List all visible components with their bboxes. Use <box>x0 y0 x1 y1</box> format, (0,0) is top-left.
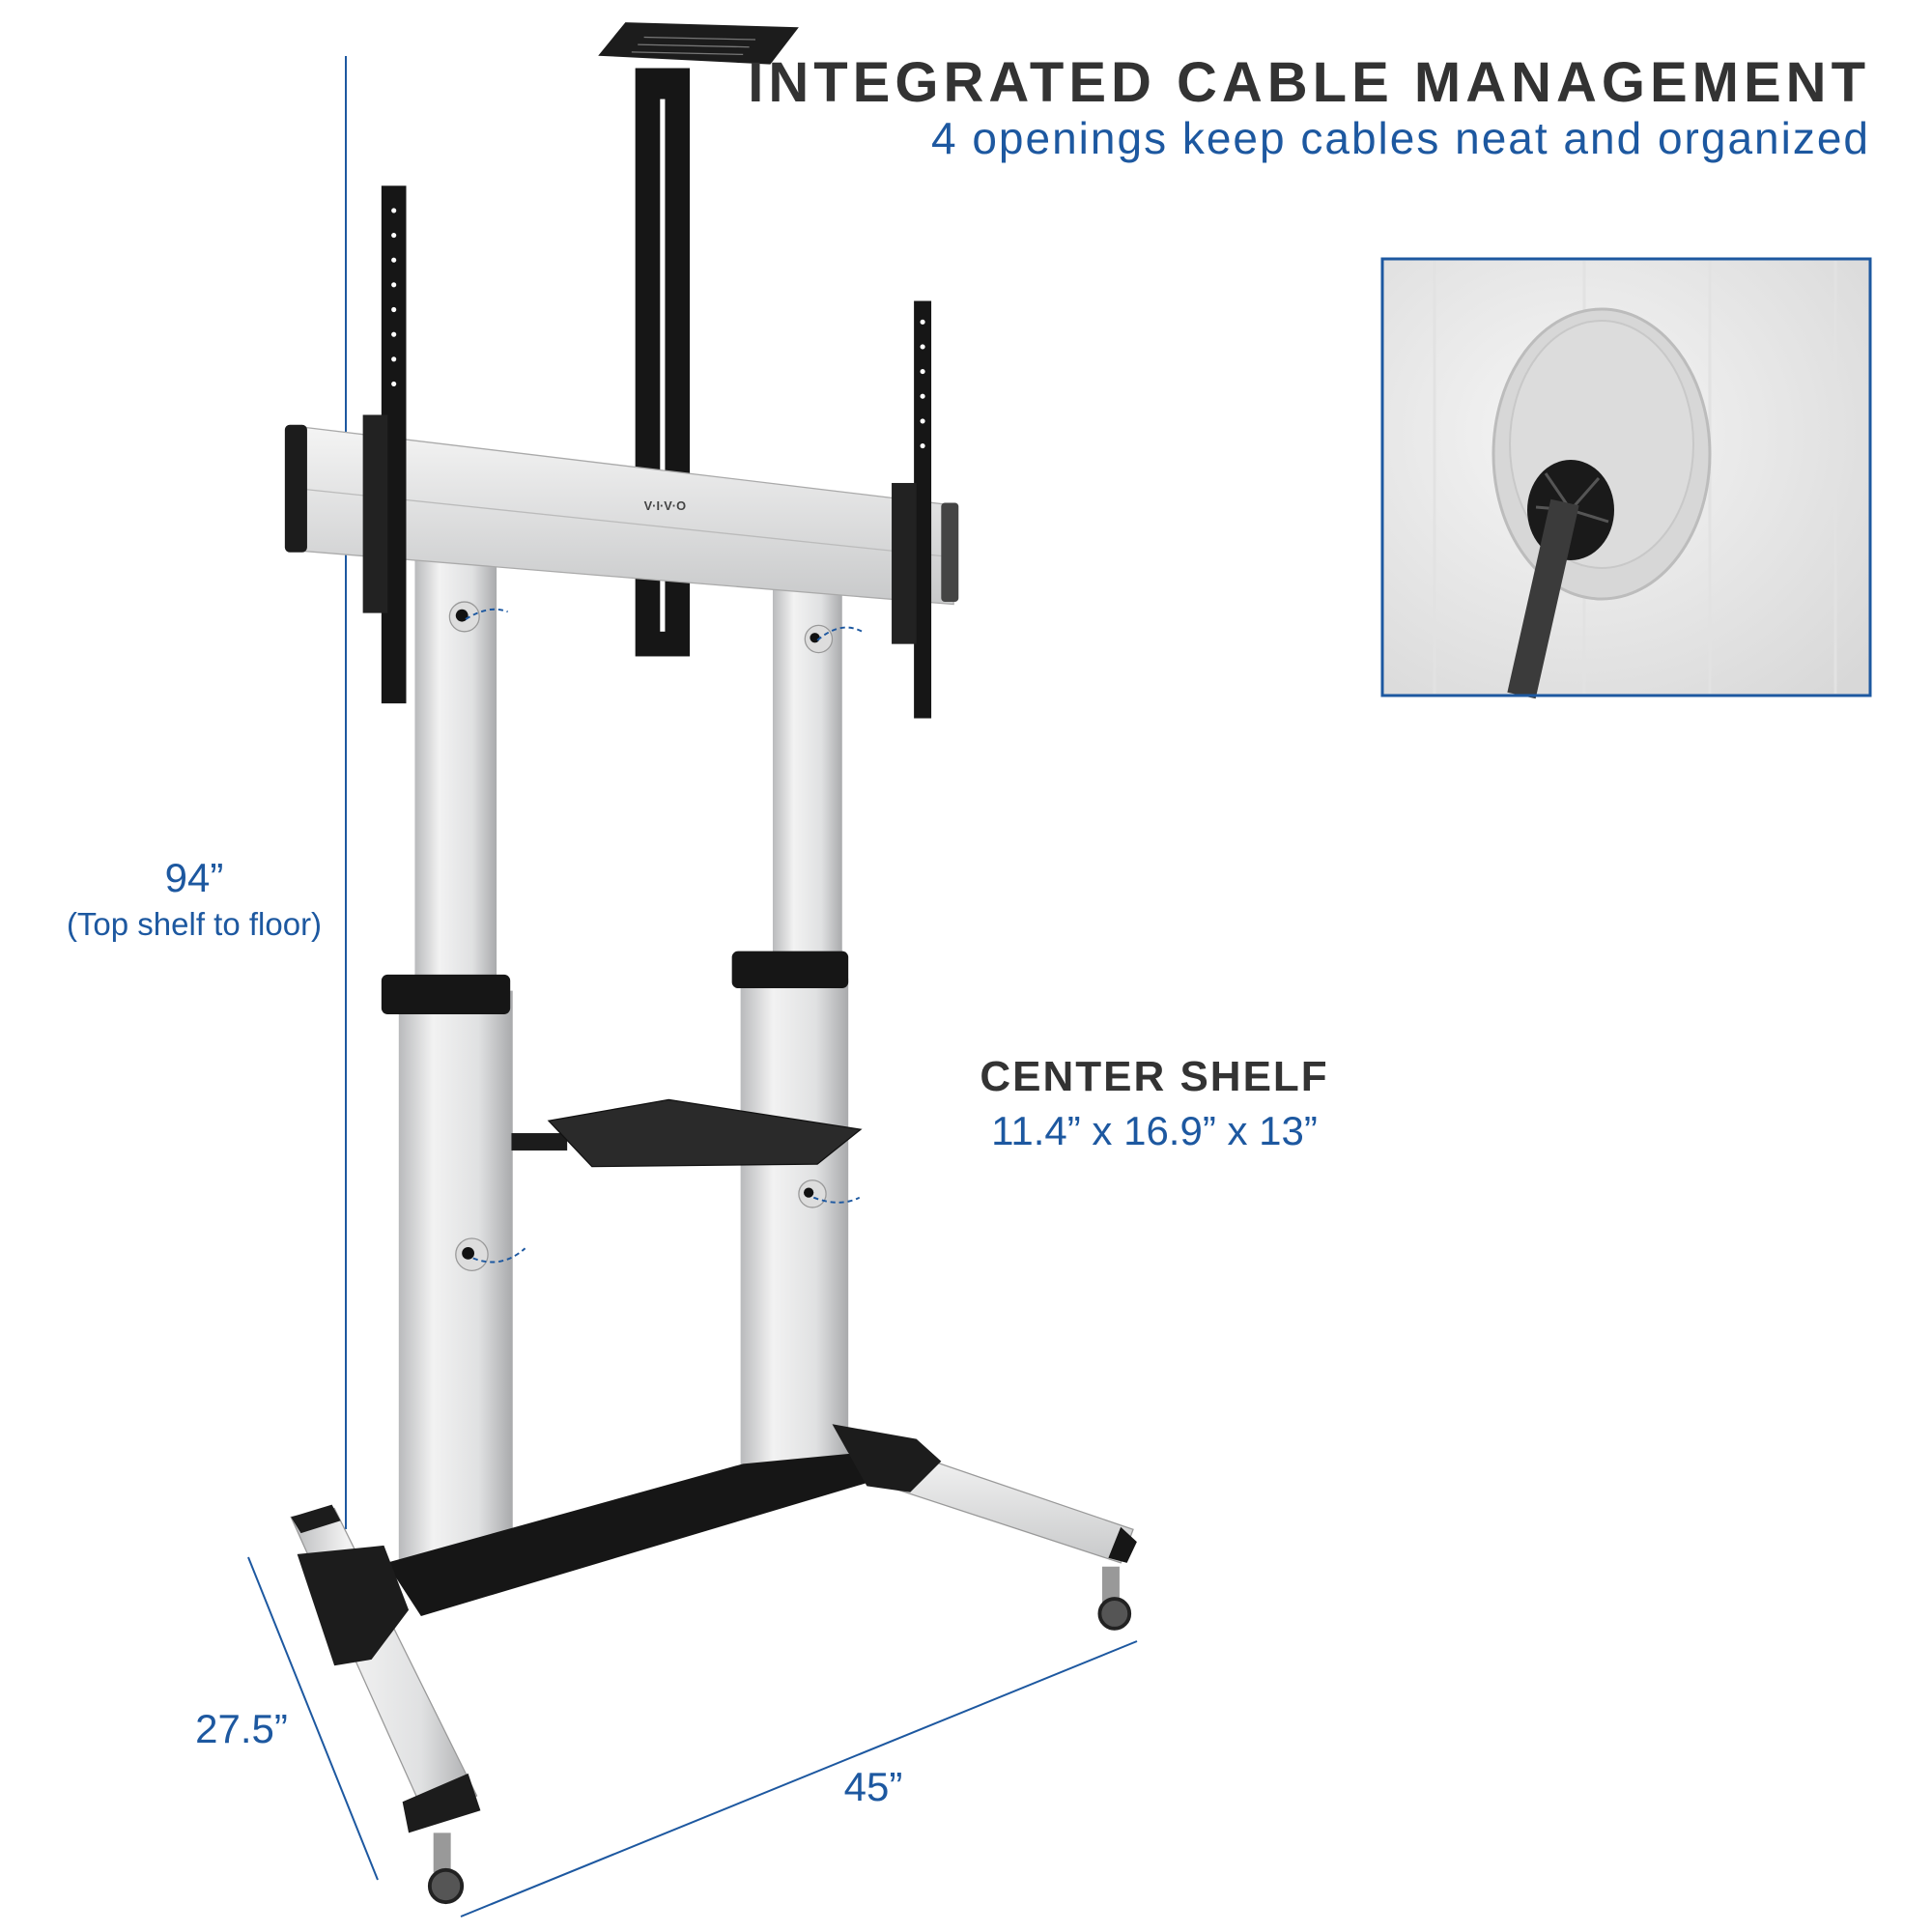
depth-dimension-label: 27.5” <box>195 1706 288 1751</box>
brand-logo: V·I·V·O <box>644 498 686 513</box>
depth-dimension-line <box>247 1556 379 1881</box>
page-title: INTEGRATED CABLE MANAGEMENT <box>748 51 1870 114</box>
width-dimension-label: 45” <box>843 1764 903 1809</box>
center-shelf-title: CENTER SHELF <box>980 1053 1329 1100</box>
casters <box>427 1566 1132 1905</box>
cable-grommet-inset-photo <box>1380 257 1872 699</box>
right-height-collar <box>731 951 849 989</box>
height-dimension-label: 94” <box>164 855 224 900</box>
inset-border <box>1380 257 1872 697</box>
right-vesa-bracket <box>914 300 932 719</box>
center-shelf <box>547 1098 863 1168</box>
page-subtitle: 4 openings keep cables neat and organize… <box>930 113 1870 163</box>
left-height-collar <box>381 974 511 1014</box>
right-column <box>772 569 842 966</box>
tv-stand: V·I·V·O <box>284 22 1137 1905</box>
dimension-lines <box>247 56 1138 1918</box>
center-shelf-dimensions: 11.4” x 16.9” x 13” <box>991 1108 1318 1153</box>
crossbar-end-cap-right <box>941 502 959 603</box>
center-shelf-arm <box>511 1133 568 1151</box>
height-dimension-note: (Top shelf to floor) <box>66 906 323 942</box>
cable-ports <box>448 601 866 1271</box>
width-dimension-line <box>460 1640 1138 1918</box>
base-plate <box>385 1451 877 1617</box>
crossbar-end-cap-left <box>284 424 307 553</box>
top-shelf <box>598 22 799 65</box>
cable <box>1507 498 1579 699</box>
